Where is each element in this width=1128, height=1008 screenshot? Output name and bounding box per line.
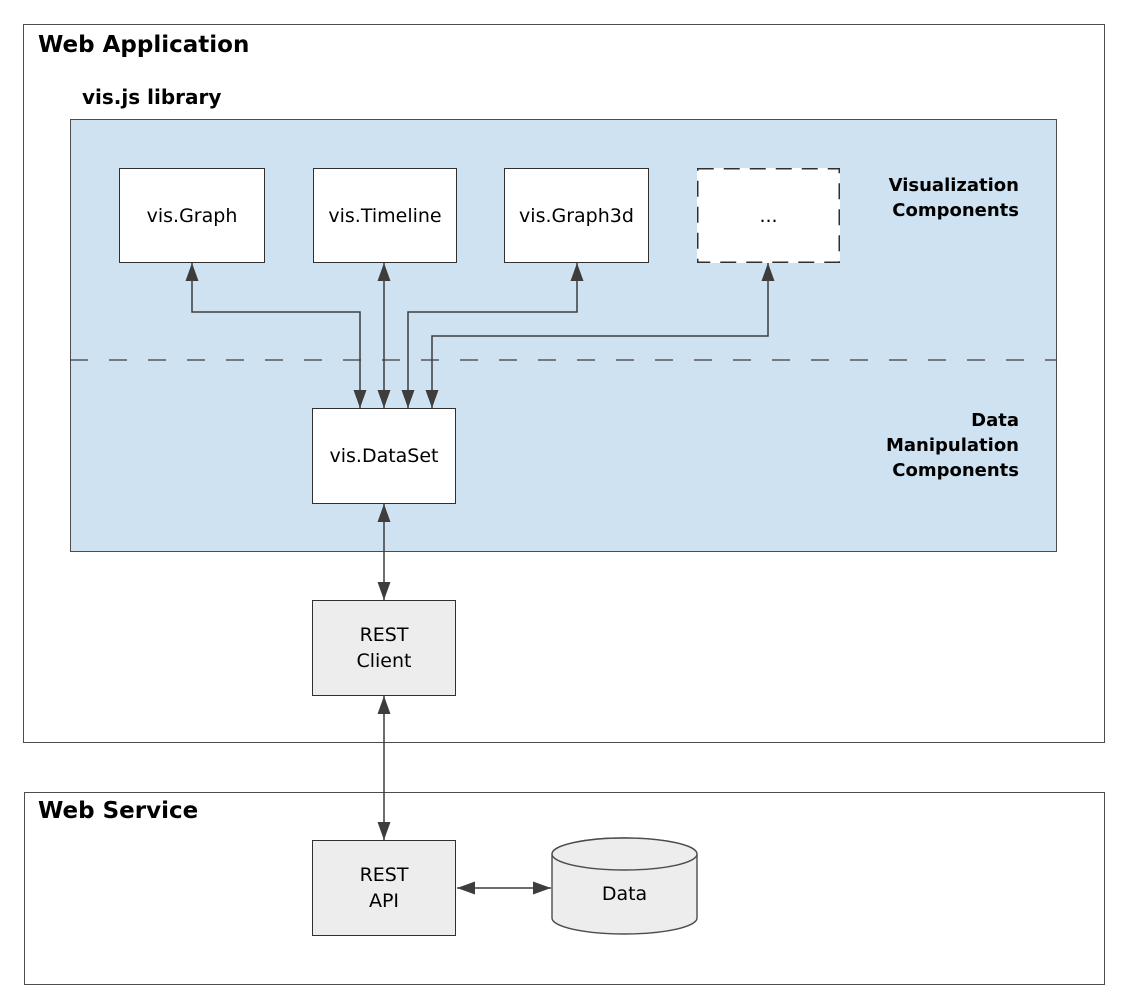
node-vis-timeline-label: vis.Timeline [328,204,442,227]
node-other-components-label: ... [759,204,778,227]
node-rest-api-label-line1: REST [359,864,409,886]
node-vis-graph3d: vis.Graph3d [504,168,649,263]
node-vis-graph3d-label: vis.Graph3d [519,204,634,227]
node-other-components: ... [697,168,840,263]
node-vis-graph-label: vis.Graph [146,204,238,227]
node-rest-client: REST Client [312,600,456,696]
node-vis-dataset: vis.DataSet [312,408,456,504]
web-service-container [24,792,1105,985]
node-vis-timeline: vis.Timeline [313,168,457,263]
node-rest-api: REST API [312,840,456,936]
web-application-container [23,24,1105,743]
node-rest-client-label-line2: Client [356,650,412,672]
node-rest-api-label-line2: API [368,890,400,912]
node-vis-dataset-label: vis.DataSet [329,445,439,467]
node-rest-client-label-line1: REST [359,624,409,646]
node-vis-graph: vis.Graph [119,168,265,263]
